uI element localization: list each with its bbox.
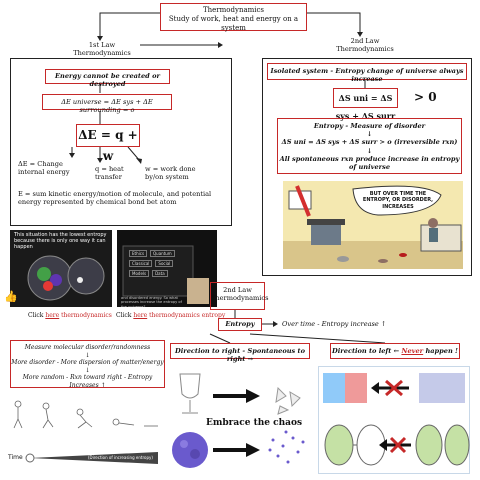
definition-delta-e: ΔE = Change internal energy xyxy=(18,160,70,177)
disorder-line2: More disorder - More dispersion of matte… xyxy=(11,359,164,366)
video-thumbnail-entropy[interactable]: Ethics Quantum Classical Social Models D… xyxy=(117,230,217,307)
second-law-mid-line2: Thermodynamics xyxy=(211,294,269,303)
direction-left-pre: Direction to left ← xyxy=(332,347,402,355)
title-box: Thermodynamics Study of work, heat and e… xyxy=(160,3,307,32)
comic-room-illustration xyxy=(283,181,463,269)
second-law-mid-box: 2nd Law Thermodynamics xyxy=(210,282,269,310)
concept-nodes: Ethics Quantum Classical Social Models D… xyxy=(129,250,189,277)
video1-caption: This situation has the lowest entropy be… xyxy=(14,232,107,250)
link-here[interactable]: here xyxy=(45,312,60,319)
link-thermodynamics-entropy[interactable]: Click here thermodynamics entropy xyxy=(116,312,225,319)
first-law-panel xyxy=(10,58,232,226)
entropy-comic-image: BUT OVER TIME THE ENTROPY, OR DISORDER, … xyxy=(283,181,463,269)
definition-w: w = work done by/on system xyxy=(145,165,196,182)
stick-figures-illustration xyxy=(13,400,158,464)
second-law-top-label: 2nd Law Thermodynamics xyxy=(336,37,394,54)
embrace-chaos-text: Embrace the chaos xyxy=(206,418,303,428)
disorder-equation: ΔS uni = ΔS sys + ΔS surr > o (irreversi… xyxy=(281,138,458,147)
greater-than-zero: > 0 xyxy=(414,90,437,104)
over-time-text: Over time - Entropy increase ↑ xyxy=(282,320,387,328)
chaos-illustration: Embrace the chaos xyxy=(168,366,313,474)
direction-left-post: happen ! xyxy=(423,347,458,355)
mixing-particles-illustration xyxy=(323,373,470,466)
definition-q: q = heat transfer xyxy=(95,165,124,182)
disorder-line1: Measure molecular disorder/randomness xyxy=(24,344,151,351)
particles-illustration xyxy=(27,255,105,301)
isolated-system-box: Isolated system - Entropy change of univ… xyxy=(267,63,467,83)
link-topic: thermodynamics xyxy=(59,312,112,319)
disorder-definition-box: Measure molecular disorder/randomness ↓ … xyxy=(10,340,165,389)
concept-node: Models xyxy=(129,270,150,277)
direction-right-box: Direction to right - Spontaneous to righ… xyxy=(170,343,310,363)
spontaneous-statement: All spontaneous rxn produce increase in … xyxy=(279,154,460,172)
concept-node: Quantum xyxy=(150,250,175,257)
down-arrow-icon: ↓ xyxy=(84,351,91,359)
entropy-equation-box: ΔS uni = ΔS sys + ΔS surr xyxy=(333,88,398,121)
down-arrow-icon: ↓ xyxy=(366,130,373,139)
entropy-disorder-box: Entropy - Measure of disorder ↓ ΔS uni =… xyxy=(277,118,462,174)
never-happen-illustration xyxy=(318,366,470,474)
direction-left-never: Never xyxy=(401,347,424,355)
definition-energy: E = sum kinetic energy/motion of molecul… xyxy=(18,190,212,207)
comic-caption: BUT OVER TIME THE ENTROPY, OR DISORDER, … xyxy=(362,191,434,210)
concept-map-illustration xyxy=(122,245,209,304)
video2-caption: and disordered energy. So what processes… xyxy=(121,296,182,307)
link-prefix: Click xyxy=(116,312,134,319)
concept-node: Social xyxy=(155,260,174,267)
second-law-mid-line1: 2nd Law xyxy=(223,286,252,294)
time-label: Time xyxy=(8,454,23,461)
second-law-panel xyxy=(262,58,472,276)
link-thermodynamics[interactable]: Click here thermodynamics xyxy=(28,312,112,319)
concept-node: Ethics xyxy=(129,250,148,257)
entropy-box: Entropy xyxy=(218,318,262,331)
pointing-hand-icon: 👍 xyxy=(4,290,18,303)
glass-and-cells-illustration xyxy=(172,373,305,468)
video-thumbnail-thermodynamics[interactable]: This situation has the lowest entropy be… xyxy=(10,230,112,307)
entropy-direction-label: (Direction of increasing entropy) xyxy=(88,455,153,460)
down-arrow-icon: ↓ xyxy=(84,366,91,374)
link-prefix: Click xyxy=(28,312,46,319)
entropy-timeline: Time (Direction of increasing entropy) xyxy=(8,392,166,476)
link-here[interactable]: here xyxy=(133,312,148,319)
disorder-line3: More random - Rxn toward right - Entropy… xyxy=(22,374,153,389)
first-law-label: 1st Law Thermodynamics xyxy=(73,41,131,58)
main-equation-box: ΔE = q + w xyxy=(76,124,140,163)
direction-left-box: Direction to left ← Never happen ! xyxy=(330,343,460,359)
energy-statement-box: Energy cannot be created or destroyed xyxy=(45,69,170,88)
concept-node: Classical xyxy=(129,260,153,267)
concept-node: Data xyxy=(152,270,168,277)
title-line2: Study of work, heat and energy on a syst… xyxy=(168,14,299,32)
down-arrow-icon: ↓ xyxy=(366,146,373,155)
disorder-title: Entropy - Measure of disorder xyxy=(313,122,426,130)
title-line1: Thermodynamics xyxy=(202,6,265,14)
link-topic: thermodynamics entropy xyxy=(147,312,226,319)
universe-equation-box: ΔE universe = ΔE sys + ΔE surrounding = … xyxy=(42,94,172,114)
